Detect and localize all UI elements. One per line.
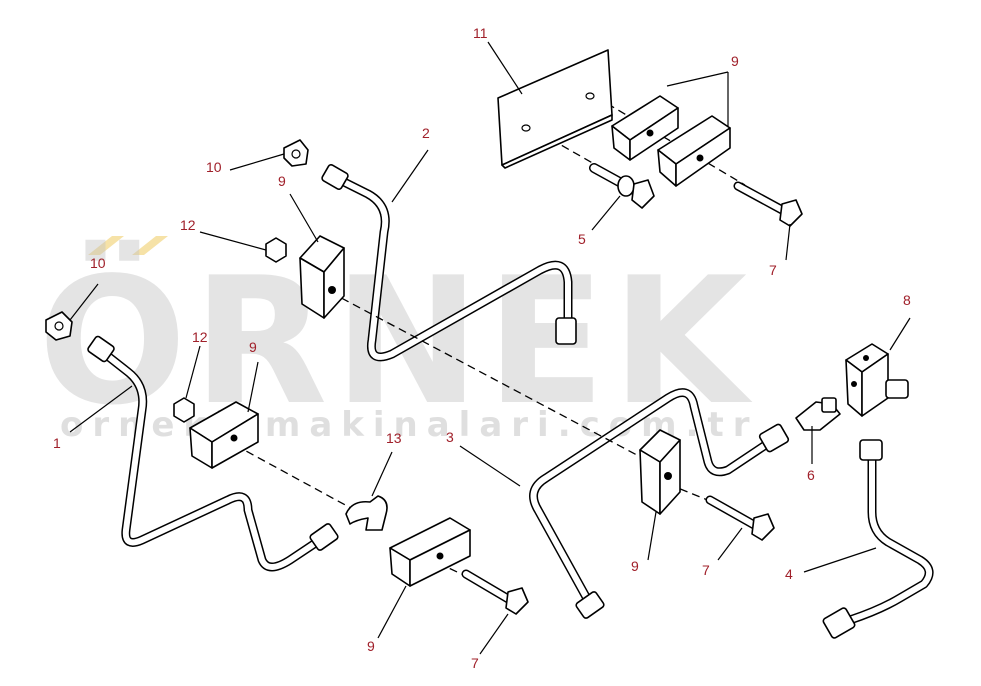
callout-11: 11	[473, 25, 488, 41]
callout-9-lower-left: 9	[249, 339, 257, 355]
callout-3: 3	[446, 429, 454, 445]
callout-4: 4	[785, 566, 793, 582]
callout-1: 1	[53, 435, 61, 451]
clamp-block-top-right	[657, 115, 731, 187]
callout-7-center: 7	[702, 562, 710, 578]
adapter-fitting	[795, 397, 841, 431]
callout-5: 5	[578, 231, 586, 247]
callout-9-center-left: 9	[278, 173, 286, 189]
tube-4	[845, 447, 934, 625]
callout-10-top: 10	[206, 159, 222, 175]
callout-12-top: 12	[180, 217, 196, 233]
tube-end-nuts	[87, 164, 883, 639]
clamp-block-lower-left	[189, 401, 259, 469]
tube-3	[529, 388, 775, 609]
callout-labels: 1 2 3 4 5 6 7 7 7 8 9 9 9 9 9 10 10 11 1…	[53, 25, 911, 671]
tee-fitting	[845, 343, 909, 417]
bolt-top-right	[733, 181, 803, 227]
callout-10-left: 10	[90, 255, 106, 271]
elbow-fitting	[345, 495, 388, 531]
clamp-block-center-right	[639, 429, 681, 515]
callout-13: 13	[386, 430, 402, 446]
plug-fitting-left	[45, 311, 73, 341]
bolt-center-right	[705, 495, 775, 541]
plug-fitting-top	[283, 139, 309, 167]
banjo-bolt	[589, 163, 655, 209]
watermark-accent-right	[132, 236, 168, 255]
clamp-block-top-left	[611, 95, 679, 161]
callout-6: 6	[807, 467, 815, 483]
callout-7-top: 7	[769, 262, 777, 278]
leader-lines	[69, 41, 911, 655]
mounting-plate	[497, 49, 613, 169]
clamp-block-center-left	[299, 235, 345, 319]
callout-8: 8	[903, 292, 911, 308]
callout-9-bottom: 9	[367, 638, 375, 654]
callout-9-top-right: 9	[731, 53, 739, 69]
callout-12-left: 12	[192, 329, 208, 345]
tube-2	[335, 175, 573, 362]
clamp-block-bottom	[389, 517, 471, 587]
callout-9-center-right: 9	[631, 558, 639, 574]
bolt-bottom	[461, 569, 529, 615]
tube-1	[95, 345, 325, 572]
watermark-accent-left	[88, 236, 124, 255]
callout-7-bottom: 7	[471, 655, 479, 671]
nut-left	[173, 397, 195, 423]
nut-center	[265, 237, 287, 263]
callout-2: 2	[422, 125, 430, 141]
watermark-logo: ÖRNEK	[38, 239, 753, 444]
